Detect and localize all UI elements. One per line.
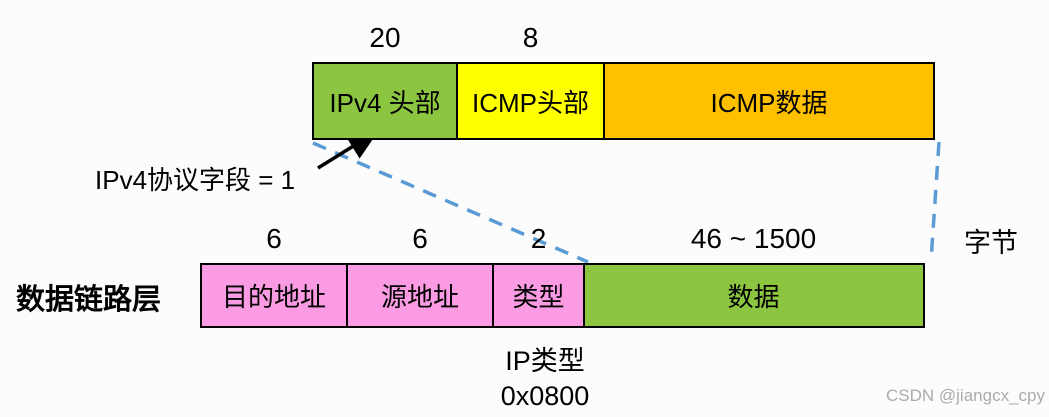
field-src-address: 6 源地址 [345, 223, 495, 328]
size-label-src-address: 6 [412, 223, 428, 254]
size-label-ipv4-header: 20 [369, 22, 401, 53]
field-label-src-address: 源地址 [380, 282, 459, 312]
size-label-data: 46 ~ 1500 [690, 223, 817, 254]
size-label-icmp-header: 8 [522, 22, 539, 53]
ip-type-annotation-line2: 0x0800 [500, 381, 590, 411]
field-type: 2 类型 [492, 223, 585, 328]
ip-type-annotation-line1: IP类型 [505, 346, 585, 376]
field-label-icmp-header: ICMP头部 [471, 87, 589, 118]
data-link-layer-label: 数据链路层 [16, 284, 162, 316]
size-label-dest-address: 6 [266, 223, 282, 254]
byte-unit-label: 字节 [964, 228, 1018, 258]
protocol-field-annotation: IPv4协议字段 = 1 [95, 165, 296, 195]
field-label-icmp-data: ICMP数据 [710, 87, 828, 118]
field-label-ipv4-header: IPv4 头部 [329, 87, 441, 118]
field-label-type: 类型 [512, 282, 565, 312]
field-data: 46 ~ 1500 数据 [582, 223, 925, 328]
field-dest-address: 6 目的地址 [200, 223, 348, 328]
field-label-data: 数据 [727, 282, 780, 312]
field-label-dest-address: 目的地址 [221, 282, 326, 312]
field-ipv4-header: 20 IPv4 头部 [312, 22, 458, 140]
ip-type-annotation: IP类型 0x0800 [465, 344, 625, 414]
ethernet-frame-row: 6 目的地址 6 源地址 2 类型 46 ~ 1500 数据 [200, 223, 925, 328]
field-icmp-data: ICMP数据 [603, 62, 935, 140]
dashed-connector-right [929, 141, 941, 262]
icmp-packet-row: 20 IPv4 头部 8 ICMP头部 ICMP数据 [312, 22, 935, 140]
field-icmp-header: 8 ICMP头部 [455, 22, 606, 140]
csdn-watermark: CSDN @jiangcx_cpy [886, 386, 1045, 405]
size-label-type: 2 [530, 223, 547, 254]
